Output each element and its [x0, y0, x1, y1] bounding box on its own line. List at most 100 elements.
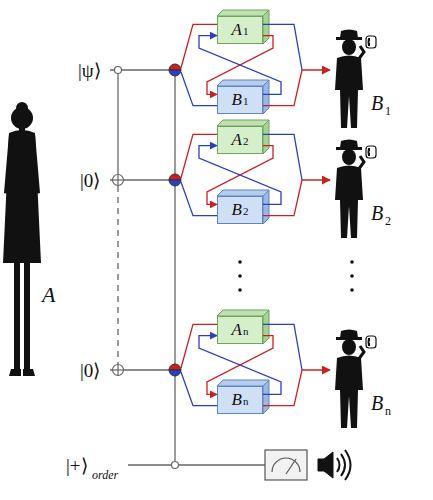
- woman-silhouette: [3, 102, 41, 376]
- receiver-silhouette: [368, 148, 371, 156]
- box-side-face: [263, 380, 269, 414]
- woman-silhouette: [31, 134, 40, 194]
- woman-silhouette: [4, 134, 13, 194]
- receiver-silhouette: [358, 46, 364, 60]
- receiver-silhouette: [340, 140, 358, 149]
- output-wire: [263, 180, 302, 216]
- operation-index: 1: [243, 95, 249, 107]
- circuit-wires: [128, 464, 265, 465]
- operation-box-a: A2: [217, 126, 263, 154]
- receiver-silhouette: [366, 36, 376, 48]
- operation-index: 2: [243, 205, 249, 217]
- receiver-silhouette: [335, 330, 376, 429]
- switch-control-dots: [169, 180, 181, 186]
- speaker-icon: [318, 450, 351, 480]
- operation-box-a: A1: [217, 16, 263, 44]
- receiver-label: B: [371, 392, 383, 415]
- box-side-face: [263, 190, 269, 224]
- operation-index: n: [243, 395, 249, 407]
- receiver-silhouette: [335, 30, 376, 129]
- receiver-silhouette: [358, 346, 364, 360]
- cnot-symbols: [172, 462, 179, 469]
- operation-name: A: [232, 20, 242, 40]
- connectors: [199, 36, 281, 395]
- meter-box: [265, 450, 307, 480]
- receiver-silhouette: [340, 330, 358, 339]
- ellipsis-dots: [238, 274, 242, 278]
- circuit-wires: [110, 70, 265, 465]
- woman-silhouette: [9, 369, 21, 376]
- switch-control-dots: [169, 174, 181, 180]
- operation-name: B: [232, 90, 242, 110]
- woman-silhouette: [14, 261, 20, 371]
- receiver-silhouette: [342, 39, 356, 55]
- output-wire: [263, 24, 302, 70]
- output-wire: [263, 370, 302, 406]
- switch-control-dots: [169, 64, 181, 70]
- receiver-silhouette: [368, 38, 371, 46]
- circuit-wires: [110, 179, 169, 180]
- path-wires: [181, 24, 330, 405]
- input-wire: [181, 182, 217, 216]
- switch-control-dots: [169, 370, 181, 376]
- operation-name: B: [232, 390, 242, 410]
- output-arrow: [302, 369, 330, 371]
- receiver-silhouette: [366, 336, 376, 348]
- ellipsis-dots: [238, 260, 354, 292]
- output-wire: [263, 324, 302, 370]
- receiver-silhouette: [368, 338, 371, 346]
- circuit-wires: [117, 70, 118, 180]
- operation-name: A: [232, 130, 242, 150]
- receiver-index: 1: [385, 104, 391, 119]
- state-ket: |0⟩: [80, 359, 100, 382]
- speaker-icon: [345, 450, 351, 480]
- receiver-silhouette: [342, 149, 356, 165]
- receiver-index: n: [385, 404, 391, 419]
- operation-name: A: [232, 320, 242, 340]
- box-side-face: [263, 10, 269, 44]
- receiver-silhouette: [358, 156, 364, 170]
- input-wire: [181, 72, 217, 106]
- receiver-silhouette: [340, 30, 358, 39]
- ellipsis-dots: [350, 274, 354, 278]
- operation-index: n: [243, 325, 249, 337]
- ellipsis-dots: [238, 288, 242, 292]
- receiver-index: 2: [385, 214, 391, 229]
- woman-silhouette: [11, 107, 33, 129]
- cnot-symbols: [113, 175, 124, 186]
- output-arrow: [302, 179, 330, 181]
- receiver-label: B: [371, 202, 383, 225]
- box-side-face: [263, 120, 269, 154]
- operation-box-a: An: [217, 316, 263, 344]
- receiver-silhouette: [335, 166, 363, 239]
- receiver-silhouette: [366, 146, 376, 158]
- operation-box-b: B2: [217, 196, 263, 224]
- box-side-face: [263, 80, 269, 114]
- state-ket: |+⟩: [66, 454, 88, 477]
- cnot-symbols: [115, 67, 122, 74]
- speaker-icon: [337, 458, 340, 472]
- operation-box-b: Bn: [217, 386, 263, 414]
- output-wire: [263, 70, 302, 106]
- ket-subscript: order: [92, 468, 118, 483]
- woman-silhouette: [24, 261, 30, 371]
- circuit-wires: [117, 186, 118, 364]
- cnot-symbols: [113, 67, 179, 469]
- state-ket: |0⟩: [80, 169, 100, 192]
- operation-index: 2: [243, 135, 249, 147]
- state-ket: |ψ⟩: [78, 59, 101, 82]
- cnot-symbols: [113, 365, 124, 376]
- cnot-symbols: [117, 365, 118, 376]
- person-label: A: [42, 282, 55, 308]
- meter-box: [265, 450, 307, 480]
- ellipsis-dots: [238, 260, 242, 264]
- meter-box: [286, 459, 296, 474]
- operation-box-b: B1: [217, 86, 263, 114]
- receiver-label: B: [371, 92, 383, 115]
- speaker-icon: [341, 454, 345, 476]
- receiver-silhouette: [335, 356, 363, 429]
- receiver-silhouette: [342, 339, 356, 355]
- operation-name: B: [232, 200, 242, 220]
